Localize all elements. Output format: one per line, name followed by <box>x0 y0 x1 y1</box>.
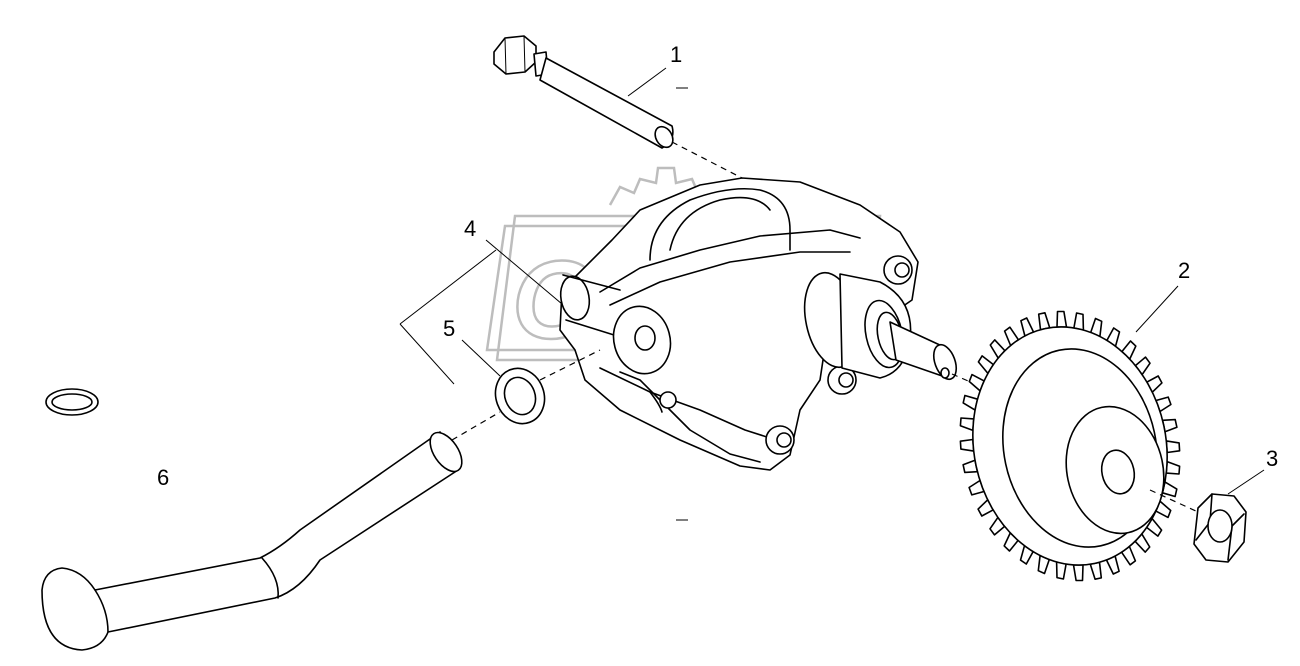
gear-tooth <box>1072 564 1084 582</box>
callout-1: 1 <box>670 42 682 67</box>
gear-tooth <box>959 438 975 452</box>
gear-tooth <box>1165 440 1181 454</box>
callout-5: 5 <box>443 316 455 341</box>
callout-4: 4 <box>464 216 476 241</box>
callout-2: 2 <box>1178 258 1190 283</box>
oil-pipe-icon <box>41 411 501 651</box>
gear-tooth <box>1089 561 1103 581</box>
callout-6: 6 <box>157 465 169 490</box>
o-ring-icon <box>45 388 99 416</box>
gear-tooth <box>959 417 975 432</box>
gear-tooth <box>1165 460 1181 475</box>
gear-icon <box>959 310 1199 582</box>
washer-icon <box>494 349 601 425</box>
gear-tooth <box>1056 310 1068 328</box>
leader-lines <box>399 67 1265 495</box>
oil-pump-housing-icon <box>559 177 1013 471</box>
nut-icon <box>1193 493 1247 563</box>
gear-tooth <box>1037 311 1051 331</box>
bolt-icon <box>493 35 743 179</box>
callout-3: 3 <box>1266 446 1278 471</box>
